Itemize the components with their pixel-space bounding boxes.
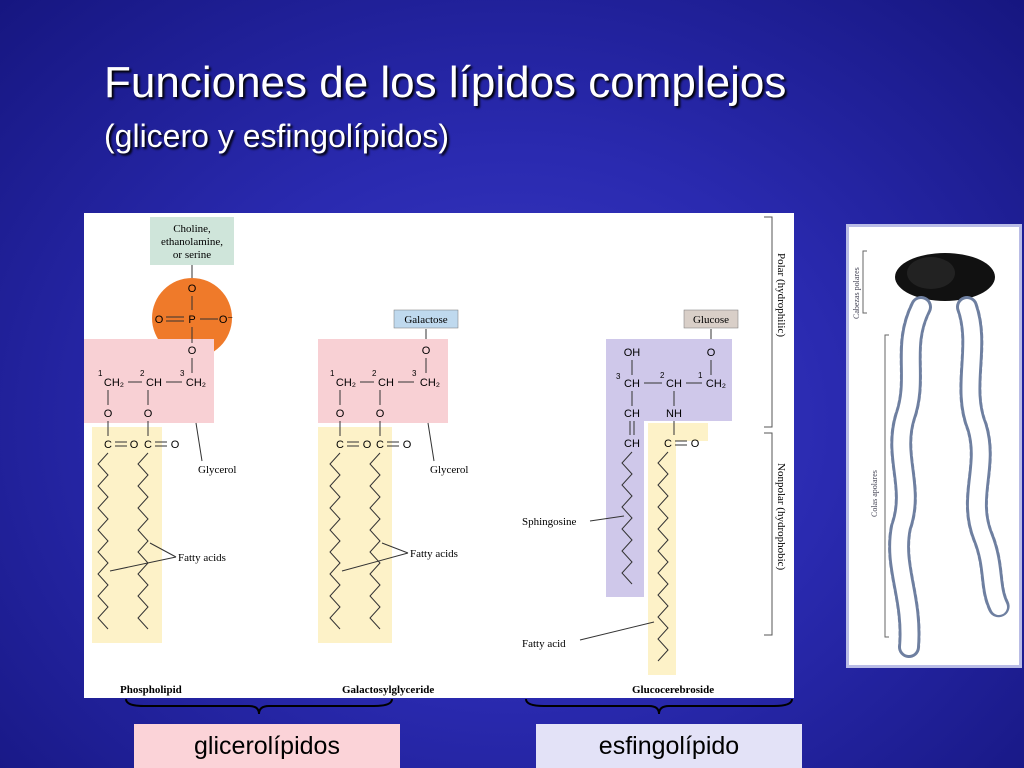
head-group-label-2: ethanolamine,: [161, 236, 223, 248]
atom: OH: [624, 347, 641, 359]
carbon-number: 2: [660, 371, 665, 380]
glycerol-box: [84, 339, 214, 423]
sphingosine-chain: [621, 451, 633, 585]
head-group-box: [150, 217, 234, 265]
carbon-number: 2: [140, 369, 145, 378]
atom: CH₂: [104, 377, 124, 389]
fatty-acid-chain: [657, 451, 669, 662]
lipid-structures-figure: Choline, ethanolamine, or serine O O P O…: [84, 213, 794, 698]
fatty-acid-chain: [369, 452, 381, 630]
phospholipid-structure: Choline, ethanolamine, or serine O O P O…: [84, 217, 236, 696]
fatty-acid-chain: [137, 452, 149, 630]
apolar-tail-bracket: [884, 334, 889, 638]
atom: C: [376, 439, 384, 451]
phosphate-circle: [152, 278, 232, 358]
atom: C: [664, 438, 672, 450]
atom: CH: [146, 377, 162, 389]
fatty-acid-box: [92, 427, 162, 643]
molecule-name-phospholipid: Phospholipid: [120, 684, 182, 696]
polar-label: Polar (hydrophilic): [775, 253, 787, 337]
polar-bracket: [764, 216, 773, 428]
glycerol-box: [318, 339, 448, 423]
polar-heads-label: Cabezas polares: [852, 267, 861, 319]
atom: O: [104, 408, 113, 420]
atom: CH: [666, 378, 682, 390]
atom: O: [130, 439, 139, 451]
sphingolipid-brace: [525, 698, 793, 715]
lipid-micrograph: Cabezas polares Colas apolares: [846, 224, 1022, 668]
glycerolipid-brace: [125, 698, 393, 715]
head-group-label-3: or serine: [173, 249, 211, 261]
glycerol-label: Glycerol: [198, 464, 236, 476]
sphingosine-label: Sphingosine: [522, 516, 577, 528]
atom: CH₂: [186, 377, 206, 389]
glucose-label: Glucose: [693, 314, 729, 326]
nonpolar-bracket: [764, 432, 773, 636]
atom: O: [707, 347, 716, 359]
atom: O: [336, 408, 345, 420]
atom: O: [422, 345, 431, 357]
fatty-acid-chain: [329, 452, 341, 630]
sphingolipid-label: esfingolípido: [536, 724, 802, 768]
head-group-label-1: Choline,: [173, 223, 211, 235]
atom: O: [403, 439, 412, 451]
atom: CH: [624, 408, 640, 420]
atom: CH₂: [336, 377, 356, 389]
carbon-number: 1: [98, 369, 103, 378]
fatty-acid-chain: [97, 452, 109, 630]
atom: NH: [666, 408, 682, 420]
atom: C: [104, 439, 112, 451]
carbon-number: 3: [180, 369, 185, 378]
slide-subtitle: (glicero y esfingolípidos): [104, 118, 450, 154]
sphingosine-head-box: [606, 339, 732, 421]
atom: C: [144, 439, 152, 451]
atom: CH: [624, 438, 640, 450]
fatty-acid-label: Fatty acid: [522, 638, 566, 650]
galactose-box: [393, 309, 459, 329]
apolar-tails-label: Colas apolares: [870, 470, 879, 517]
glycerol-label: Glycerol: [430, 464, 468, 476]
carbon-number: 1: [330, 369, 335, 378]
atom: CH₂: [420, 377, 440, 389]
molecule-name-glucocerebroside: Glucocerebroside: [632, 684, 714, 696]
atom: O: [363, 439, 372, 451]
carbon-number: 2: [372, 369, 377, 378]
fatty-acid-box: [318, 427, 392, 643]
atom: O: [188, 345, 197, 357]
atom: C: [336, 439, 344, 451]
fatty-acid-head-box: [648, 423, 708, 441]
atom: O: [691, 438, 700, 450]
galactosylglyceride-structure: Galactose O 1 CH₂ 2 CH 3 CH₂ O O C C O O…: [318, 309, 468, 696]
polarity-brackets: Polar (hydrophilic) Nonpolar (hydrophobi…: [764, 216, 787, 636]
glycerolipids-label: glicerolípidos: [134, 724, 400, 768]
atom: CH: [378, 377, 394, 389]
atom: O: [171, 439, 180, 451]
carbon-number: 1: [698, 371, 703, 380]
carbon-number: 3: [412, 369, 417, 378]
sphingosine-tail-box: [606, 421, 644, 597]
atom: CH₂: [706, 378, 726, 390]
atom: O: [376, 408, 385, 420]
atom: O: [144, 408, 153, 420]
fatty-acids-label: Fatty acids: [178, 552, 226, 564]
nonpolar-label: Nonpolar (hydrophobic): [775, 463, 787, 571]
glucose-box: [683, 309, 739, 329]
molecule-name-galactosylglyceride: Galactosylglyceride: [342, 684, 434, 696]
glucocerebroside-structure: Glucose OH O 3 CH 2 CH 1 CH₂ CH NH CH C …: [522, 309, 739, 696]
atom: O: [155, 314, 164, 326]
carbon-number: 3: [616, 372, 621, 381]
atom: O: [188, 283, 197, 295]
fatty-acids-label: Fatty acids: [410, 548, 458, 560]
polar-head-bracket: [862, 250, 867, 314]
atom: P: [188, 314, 195, 326]
atom: CH: [624, 378, 640, 390]
fatty-acid-box: [648, 441, 676, 675]
slide-title: Funciones de los lípidos complejos: [104, 58, 787, 107]
galactose-label: Galactose: [404, 314, 447, 326]
atom: O⁻: [219, 314, 234, 326]
